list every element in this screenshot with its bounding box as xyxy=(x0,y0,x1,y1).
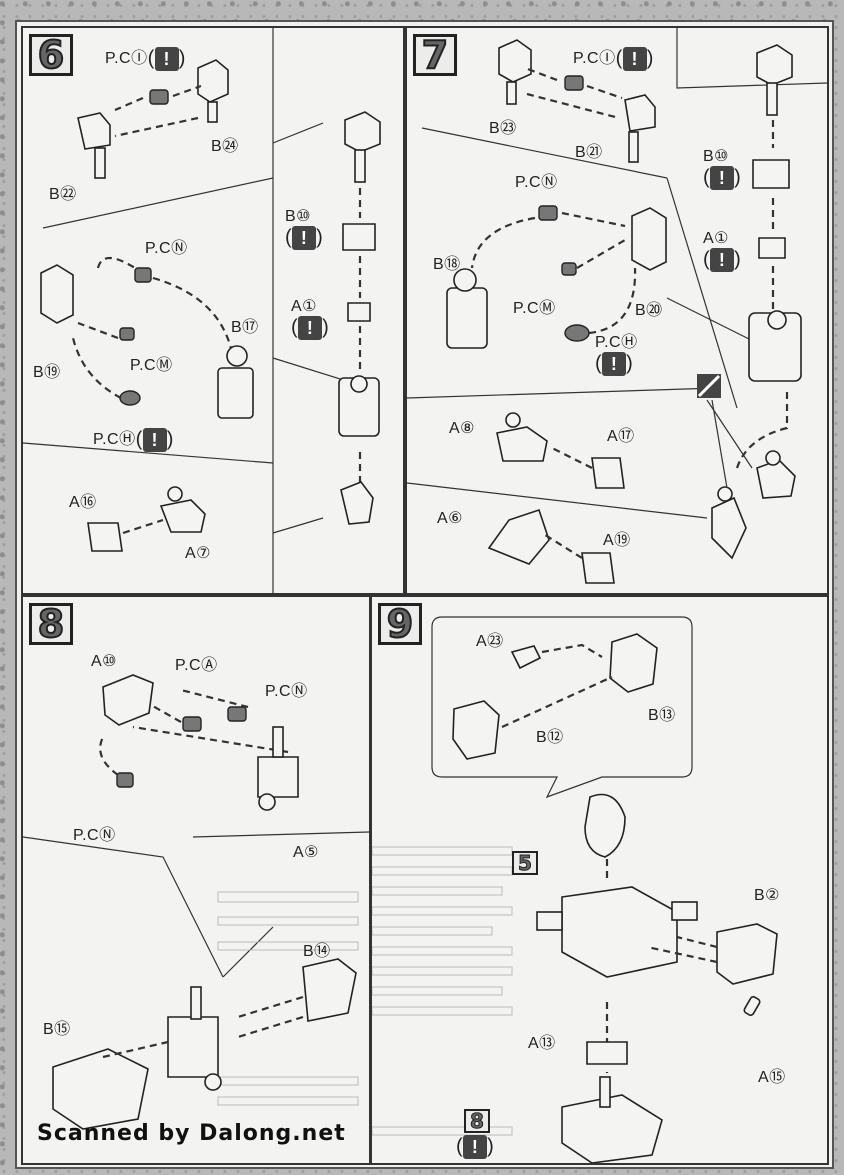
label-b10-text: B⑩ xyxy=(703,148,730,165)
label-pc-n-top: P.CⓃ xyxy=(265,683,308,700)
caution-icon: ! xyxy=(602,352,627,376)
label-a17: A⑰ xyxy=(607,428,635,445)
label-pc-h: P.CⒽ(!) xyxy=(93,427,174,452)
label-a1-text: A① xyxy=(703,230,730,247)
label-a7: A⑦ xyxy=(185,545,212,562)
step-9-diagram xyxy=(372,616,778,1163)
step-9-panel: 9 A㉓ B⑬ B⑫ 5 B② A⑬ A⑮ 8 (!) xyxy=(370,595,829,1165)
caution-label: (!) xyxy=(456,1135,495,1159)
label-b10: B⑩(!) xyxy=(285,208,324,250)
label-pc-m: P.CⓂ xyxy=(130,357,173,374)
step-6-number: 6 xyxy=(29,32,73,78)
instruction-sheet: 6 P.CⒾ(!) B㉔ B㉒ B⑩(!) A①(!) P.CⓃ B⑰ B⑲ P… xyxy=(15,20,834,1169)
label-b23: B㉓ xyxy=(489,120,517,137)
caution-icon: ! xyxy=(292,226,317,250)
step-8-number: 8 xyxy=(29,601,73,647)
label-a15: A⑮ xyxy=(758,1069,786,1086)
caution-icon: ! xyxy=(710,248,735,272)
label-pc-i-text: P.CⒾ xyxy=(573,50,616,67)
label-pc-n: P.CⓃ xyxy=(515,174,558,191)
caution-icon: ! xyxy=(154,46,179,71)
step-6-diagram xyxy=(23,28,381,593)
scan-watermark: Scanned by Dalong.net xyxy=(37,1121,346,1146)
step-7-panel: 7 P.CⒾ(!) B㉓ B㉑ B⑩(!) A①(!) P.CⓃ B⑱ B⑳ P… xyxy=(405,26,829,595)
label-b22: B㉒ xyxy=(49,186,77,203)
label-pc-n-bottom: P.CⓃ xyxy=(73,827,116,844)
step-9-number: 9 xyxy=(378,601,422,647)
sub-step-5-ref: 5 xyxy=(512,851,538,876)
label-a5: A⑤ xyxy=(293,844,320,861)
step-8-diagram xyxy=(23,674,369,1130)
label-b17: B⑰ xyxy=(231,319,259,336)
label-b21: B㉑ xyxy=(575,144,603,161)
label-b10-text: B⑩ xyxy=(285,208,312,225)
label-a6: A⑥ xyxy=(437,510,464,527)
label-b15: B⑮ xyxy=(43,1021,71,1038)
label-b12: B⑫ xyxy=(536,729,564,746)
label-a19: A⑲ xyxy=(603,532,631,549)
caution-icon: ! xyxy=(298,316,323,340)
caution-icon: ! xyxy=(463,1135,488,1159)
label-b10: B⑩(!) xyxy=(703,148,742,190)
label-pc-i-text: P.CⒾ xyxy=(105,50,148,67)
label-a13: A⑬ xyxy=(528,1035,556,1052)
caution-icon: ! xyxy=(142,427,167,452)
label-pc-h-text: P.CⒽ xyxy=(93,431,136,448)
label-b18: B⑱ xyxy=(433,256,461,273)
label-a23: A㉓ xyxy=(476,633,504,650)
label-a16: A⑯ xyxy=(69,494,97,511)
label-pc-n: P.CⓃ xyxy=(145,240,188,257)
label-pc-h-text: P.CⒽ xyxy=(595,334,638,351)
sub-step-8-ref: 8 xyxy=(464,1109,490,1134)
step-8-panel: 8 A⑩ P.CⒶ P.CⓃ P.CⓃ A⑤ B⑭ B⑮ xyxy=(21,595,371,1165)
caution-icon: ! xyxy=(710,166,735,190)
label-b20: B⑳ xyxy=(635,302,663,319)
label-b19: B⑲ xyxy=(33,364,61,381)
label-pc-i: P.CⒾ(!) xyxy=(573,46,654,71)
label-pc-h: P.CⒽ(!) xyxy=(595,334,638,376)
label-b13: B⑬ xyxy=(648,707,676,724)
label-a1-text: A① xyxy=(291,298,318,315)
label-pc-i: P.CⒾ(!) xyxy=(105,46,186,71)
step-7-number: 7 xyxy=(413,32,457,78)
label-a1: A①(!) xyxy=(291,298,330,340)
label-b24: B㉔ xyxy=(211,138,239,155)
label-a8: A⑧ xyxy=(449,420,476,437)
label-pc-a: P.CⒶ xyxy=(175,657,218,674)
label-b2: B② xyxy=(754,887,781,904)
label-pc-m: P.CⓂ xyxy=(513,300,556,317)
step-6-panel: 6 P.CⒾ(!) B㉔ B㉒ B⑩(!) A①(!) P.CⓃ B⑰ B⑲ P… xyxy=(21,26,405,595)
label-b14: B⑭ xyxy=(303,943,331,960)
caution-icon: ! xyxy=(622,46,647,71)
label-a10: A⑩ xyxy=(91,653,118,670)
label-a1: A①(!) xyxy=(703,230,742,272)
step-7-diagram xyxy=(407,28,827,584)
